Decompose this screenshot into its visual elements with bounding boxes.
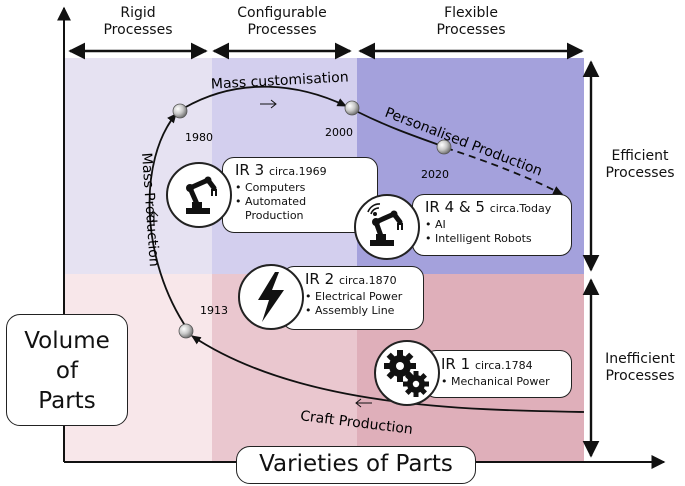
year-2020-label: 2020: [421, 168, 449, 181]
flexible-processes-header: Flexible Processes: [416, 5, 526, 39]
ir45-text: IR 4 & 5 circa.Today • AI • Intelligent …: [425, 198, 551, 246]
ir3-item-production: Production: [235, 209, 327, 223]
robot-arm-icon: [186, 176, 217, 214]
year-1980-label: 1980: [185, 131, 213, 144]
lightning-bolt-icon: [258, 272, 284, 322]
rigid-processes-header: Rigid Processes: [86, 5, 190, 39]
ir3-icon-disc: [166, 162, 232, 228]
ir45-circa: circa.Today: [489, 202, 552, 215]
ir2-name: IR 2: [305, 270, 335, 288]
volume-line1: Volume: [24, 328, 110, 354]
gears-icon: [384, 350, 429, 397]
mass-production-curve: [148, 113, 189, 331]
ir1-icon-disc: [374, 340, 440, 406]
ir2-title: IR 2 circa.1870: [305, 270, 402, 290]
milestone-1913-marker: [178, 323, 194, 339]
milestone-2020-marker: [436, 139, 452, 155]
mass-customisation-label: Mass customisation: [211, 69, 349, 92]
ir2-item-electrical: • Electrical Power: [305, 290, 403, 303]
ir45-item-ai-text: AI: [435, 218, 446, 231]
ir45-item-robots-text: Intelligent Robots: [435, 232, 532, 245]
efficient-label-line1: Efficient: [611, 148, 669, 164]
ir45-title: IR 4 & 5 circa.Today: [425, 198, 551, 218]
inefficient-label-line2: Processes: [605, 368, 675, 384]
ir45-card: IR 4 & 5 circa.Today • AI • Intelligent …: [412, 194, 572, 256]
ir1-text: IR 1 circa.1784 • Mechanical Power: [441, 355, 550, 389]
smart-robot-arm-icon: [367, 203, 403, 246]
milestone-1980-marker: [172, 103, 188, 119]
volume-of-parts-axis-title: Volume of Parts: [6, 314, 128, 426]
efficient-processes-label: Efficient Processes: [597, 148, 683, 182]
flexible-header-line1: Flexible: [444, 5, 498, 21]
ir45-icon-disc: [354, 194, 420, 260]
volume-line2: of: [55, 358, 79, 384]
year-1913-label: 1913: [200, 304, 228, 317]
configurable-header-line1: Configurable: [237, 5, 327, 21]
efficient-label-line2: Processes: [605, 165, 675, 181]
ir2-text: IR 2 circa.1870 • Electrical Power • Ass…: [305, 270, 402, 318]
flexible-header-line2: Processes: [436, 22, 506, 38]
ir1-item-mechanical-text: Mechanical Power: [451, 375, 550, 388]
ir2-item-assembly-text: Assembly Line: [315, 304, 395, 317]
craft-production-curve: [191, 335, 585, 413]
ir3-text: IR 3 circa.1969 • Computers • Automated …: [235, 161, 327, 223]
milestone-2000-marker: [344, 100, 360, 116]
varieties-label: Varieties of Parts: [259, 451, 453, 477]
ir1-circa: circa.1784: [474, 359, 533, 372]
ir1-card: IR 1 circa.1784 • Mechanical Power: [424, 350, 572, 398]
ir1-title: IR 1 circa.1784: [441, 355, 550, 375]
ir3-item-automated-text: Automated: [245, 195, 307, 208]
inefficient-label-line1: Inefficient: [605, 351, 675, 367]
ir2-icon-disc: [238, 264, 304, 330]
year-2000-label: 2000: [325, 126, 353, 139]
ir3-item-production-text: Production: [245, 209, 304, 222]
ir3-name: IR 3: [235, 161, 265, 179]
ir3-item-computers-text: Computers: [245, 181, 306, 194]
direction-arrow-right: [260, 99, 277, 109]
ir45-item-ai: • AI: [425, 218, 446, 231]
rigid-header-line1: Rigid: [120, 5, 156, 21]
rigid-header-line2: Processes: [103, 22, 173, 38]
ir45-name: IR 4 & 5: [425, 198, 485, 216]
direction-arrow-up: [149, 211, 159, 226]
ir1-name: IR 1: [441, 355, 471, 373]
ir3-item-automated: • Automated: [235, 195, 307, 208]
ir3-circa: circa.1969: [268, 165, 327, 178]
ir2-item-electrical-text: Electrical Power: [315, 290, 403, 303]
direction-arrow-left: [355, 398, 372, 408]
configurable-processes-header: Configurable Processes: [220, 5, 344, 39]
ir2-item-assembly: • Assembly Line: [305, 304, 395, 317]
mass-customisation-curve: [183, 85, 347, 109]
ir1-item-mechanical: • Mechanical Power: [441, 375, 550, 388]
mass-production-label: Mass Production: [138, 152, 162, 267]
personalised-production-dashed: [445, 147, 563, 195]
varieties-of-parts-axis-title: Varieties of Parts: [236, 446, 476, 484]
personalised-production-curve: [357, 111, 443, 147]
configurable-header-line2: Processes: [247, 22, 317, 38]
ir2-circa: circa.1870: [338, 274, 397, 287]
ir3-card: IR 3 circa.1969 • Computers • Automated …: [222, 157, 378, 233]
ir3-item-computers: • Computers: [235, 181, 306, 194]
inefficient-processes-label: Inefficient Processes: [597, 351, 683, 385]
ir2-card: IR 2 circa.1870 • Electrical Power • Ass…: [282, 266, 424, 330]
volume-line3: Parts: [38, 388, 96, 414]
ir45-item-robots: • Intelligent Robots: [425, 232, 532, 245]
ir3-title: IR 3 circa.1969: [235, 161, 327, 181]
